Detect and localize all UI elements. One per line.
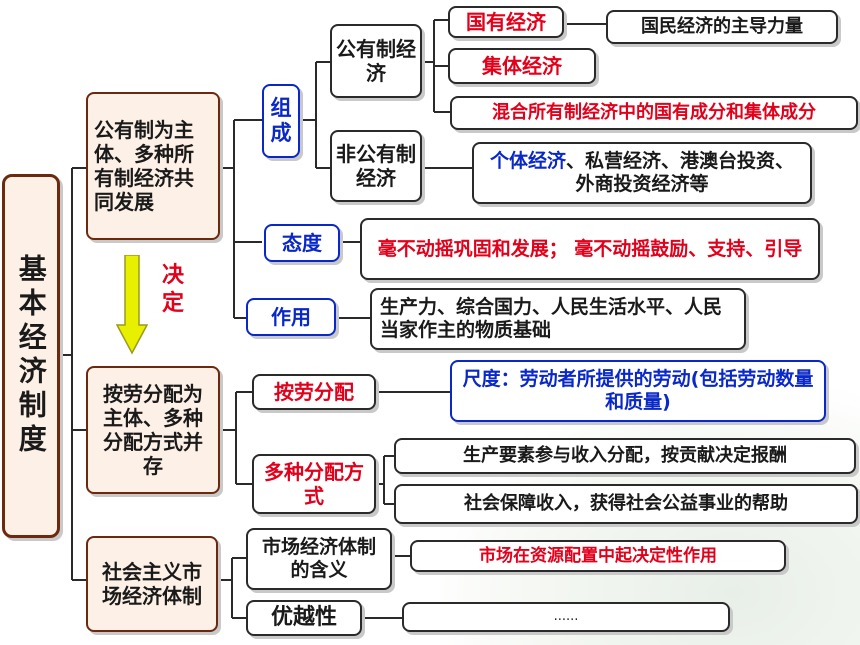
multiple-distribution-node: 多种分配方式: [252, 454, 376, 514]
factor-income-text: 生产要素参与收入分配，按贡献决定报酬: [463, 445, 787, 467]
distribution-label: 按劳分配为主体、多种分配方式并存: [103, 382, 203, 478]
nonpublic-types-text: 个体经济、私营经济、港澳台投资、外商投资经济等: [482, 150, 802, 196]
meaning-node: 市场经济体制的含义: [246, 528, 392, 590]
public-economy-label: 公有制经济: [336, 37, 416, 85]
by-labor-text: 尺度：劳动者所提供的劳动(包括劳动数量和质量): [462, 368, 814, 413]
down-arrow-icon: [115, 254, 149, 355]
state-economy-label: 国有经济: [466, 10, 546, 34]
public-economy-node: 公有制经济: [330, 24, 422, 98]
superiority-text-node: ......: [402, 602, 730, 632]
by-labor-label: 按劳分配: [274, 380, 354, 404]
factor-income-node: 生产要素参与收入分配，按贡献决定报酬: [394, 438, 856, 474]
ownership-label: 公有制为主体、多种所有制经济共同发展: [94, 118, 194, 214]
meaning-text-node: 市场在资源配置中起决定性作用: [410, 540, 786, 572]
superiority-text: ......: [553, 609, 579, 625]
individual-economy-label: 个体经济: [489, 150, 566, 173]
attitude-label: 态度: [282, 231, 322, 255]
composition-label: 组成: [270, 95, 292, 145]
collective-economy-node: 集体经济: [448, 48, 596, 84]
social-security-text: 社会保障收入，获得社会公益事业的帮助: [464, 493, 788, 515]
nonpublic-economy-node: 非公有制经济: [330, 130, 422, 202]
root-label: 基本经济制度: [14, 254, 48, 458]
distribution-node: 按劳分配为主体、多种分配方式并存: [86, 366, 220, 494]
multiple-distribution-label: 多种分配方式: [264, 460, 364, 508]
nonpublic-types-rest: 、私营经济、港澳台投资、外商投资经济等: [566, 150, 795, 195]
collective-economy-label: 集体经济: [482, 54, 562, 78]
role-text-node: 生产力、综合国力、人民生活水平、人民当家作主的物质基础: [370, 288, 746, 350]
social-security-node: 社会保障收入，获得社会公益事业的帮助: [394, 484, 858, 524]
state-economy-note-label: 国民经济的主导力量: [641, 16, 803, 38]
ownership-node: 公有制为主体、多种所有制经济共同发展: [86, 92, 220, 240]
root-node: 基本经济制度: [2, 174, 60, 538]
attitude-text-node: 毫不动摇巩固和发展； 毫不动摇鼓励、支持、引导: [360, 218, 820, 280]
meaning-label: 市场经济体制的含义: [261, 536, 376, 581]
attitude-text: 毫不动摇巩固和发展； 毫不动摇鼓励、支持、引导: [377, 237, 803, 260]
state-economy-note: 国民经济的主导力量: [606, 10, 838, 44]
role-text: 生产力、综合国力、人民生活水平、人民当家作主的物质基础: [380, 296, 723, 341]
nonpublic-types-node: 个体经济、私营经济、港澳台投资、外商投资经济等: [472, 142, 812, 204]
meaning-text: 市场在资源配置中起决定性作用: [479, 545, 717, 566]
by-labor-text-node: 尺度：劳动者所提供的劳动(包括劳动数量和质量): [450, 360, 826, 422]
role-label: 作用: [271, 305, 311, 329]
nonpublic-economy-label: 非公有制经济: [336, 142, 416, 190]
role-node: 作用: [246, 298, 336, 336]
market-economy-node: 社会主义市场经济体制: [86, 536, 218, 632]
mixed-ownership-node: 混合所有制经济中的国有成分和集体成分: [450, 96, 858, 130]
mixed-ownership-label: 混合所有制经济中的国有成分和集体成分: [492, 102, 816, 124]
attitude-node: 态度: [264, 224, 340, 262]
superiority-node: 优越性: [246, 600, 362, 636]
state-economy-node: 国有经济: [448, 6, 564, 38]
market-economy-label: 社会主义市场经济体制: [102, 560, 202, 608]
decide-label: 决定: [161, 263, 184, 316]
by-labor-node: 按劳分配: [252, 374, 376, 410]
composition-node: 组成: [262, 84, 300, 158]
superiority-label: 优越性: [270, 604, 337, 630]
